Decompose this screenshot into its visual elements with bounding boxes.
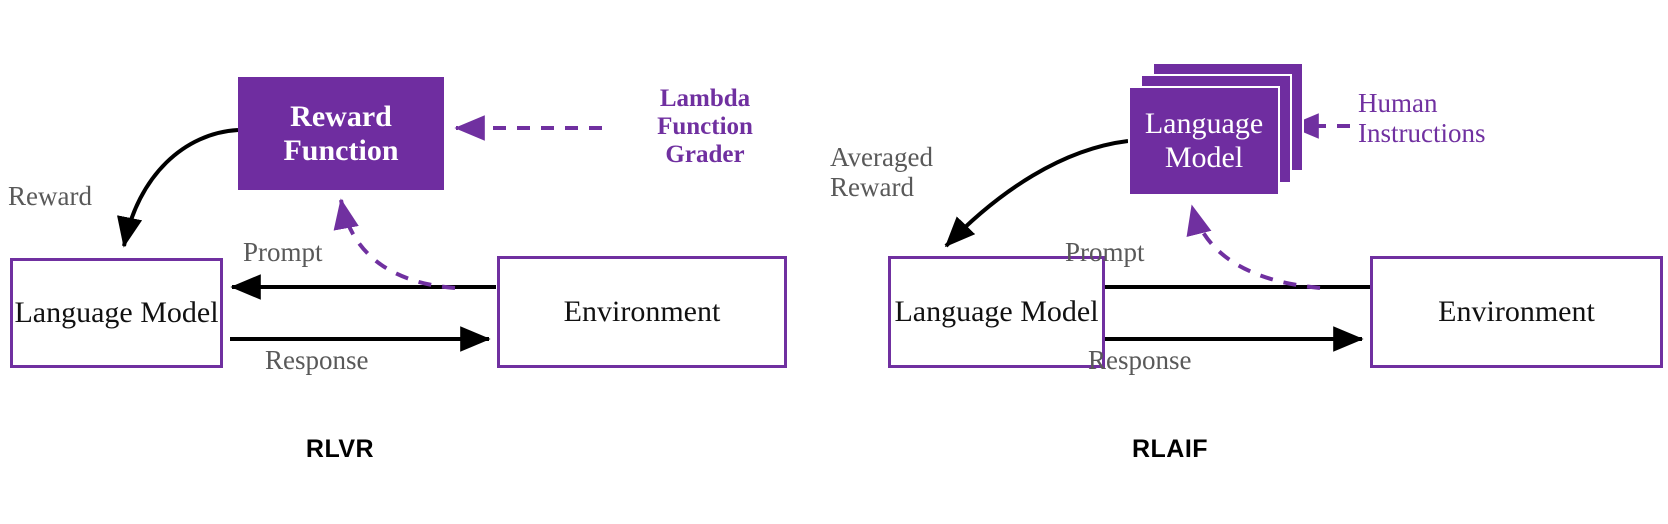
external-source-human-instructions: Human Instructions bbox=[1358, 88, 1486, 149]
edge-label-averaged-reward-right: Averaged Reward bbox=[830, 142, 933, 203]
edge-label-response-left: Response bbox=[265, 345, 369, 375]
edge-label-reward-left: Reward bbox=[8, 181, 92, 211]
node-environment-right[interactable]: Environment bbox=[1370, 256, 1663, 368]
node-environment-left[interactable]: Environment bbox=[497, 256, 787, 368]
edge-reward-left bbox=[117, 128, 239, 248]
external-source-lambda-function-grader: Lambda Function Grader bbox=[657, 85, 753, 168]
node-judge-language-model-stack[interactable]: Language Model bbox=[1128, 62, 1304, 196]
node-judge-language-model-label: Language Model bbox=[1144, 107, 1264, 174]
stack-card-front[interactable]: Language Model bbox=[1128, 86, 1280, 196]
edge-label-prompt-right: Prompt bbox=[1065, 237, 1145, 267]
node-reward-function-label: Reward Function bbox=[283, 99, 399, 167]
node-reward-function[interactable]: Reward Function bbox=[238, 77, 444, 190]
node-language-model-left-label: Language Model bbox=[14, 296, 219, 330]
edge-reward-right bbox=[944, 139, 1129, 248]
node-language-model-right-label: Language Model bbox=[894, 295, 1099, 329]
panel-caption-rlaif: RLAIF bbox=[1131, 435, 1209, 463]
edge-env-to-judge-right bbox=[1186, 204, 1321, 290]
edge-label-prompt-left: Prompt bbox=[243, 237, 323, 267]
edge-env-to-reward-left bbox=[333, 198, 456, 290]
node-environment-right-label: Environment bbox=[1438, 295, 1595, 329]
edge-label-response-right: Response bbox=[1088, 345, 1192, 375]
node-language-model-right[interactable]: Language Model bbox=[888, 256, 1105, 368]
node-environment-left-label: Environment bbox=[563, 295, 721, 329]
node-language-model-left[interactable]: Language Model bbox=[10, 258, 223, 368]
panel-caption-rlvr: RLVR bbox=[305, 435, 375, 463]
